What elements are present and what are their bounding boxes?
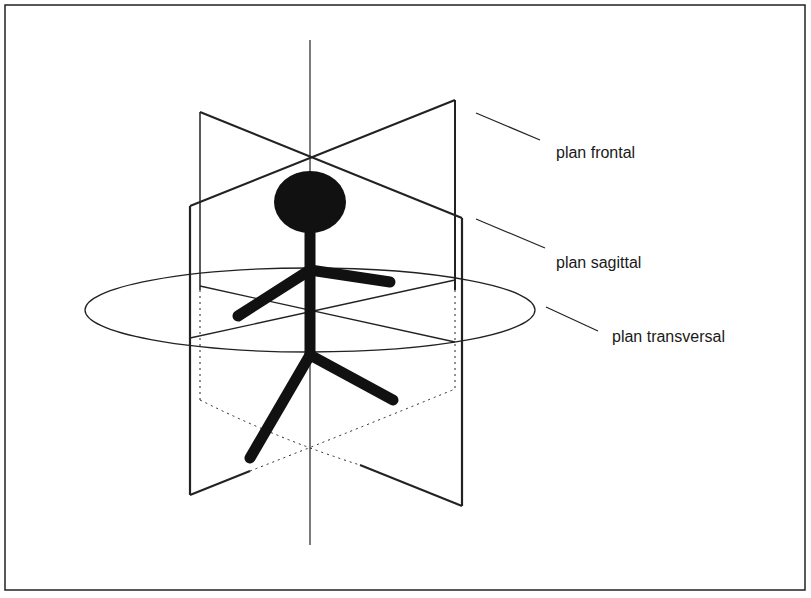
sagittal-plane bbox=[200, 112, 462, 506]
plane-label: plan transversal bbox=[612, 327, 725, 346]
plane-label: plan sagittal bbox=[556, 253, 641, 272]
frontal-plane bbox=[190, 100, 455, 495]
stick-figure bbox=[238, 225, 393, 458]
figure-head bbox=[274, 171, 346, 233]
plane-label: plan frontal bbox=[556, 143, 635, 162]
frame bbox=[5, 5, 805, 590]
vertical-axis bbox=[309, 40, 310, 545]
